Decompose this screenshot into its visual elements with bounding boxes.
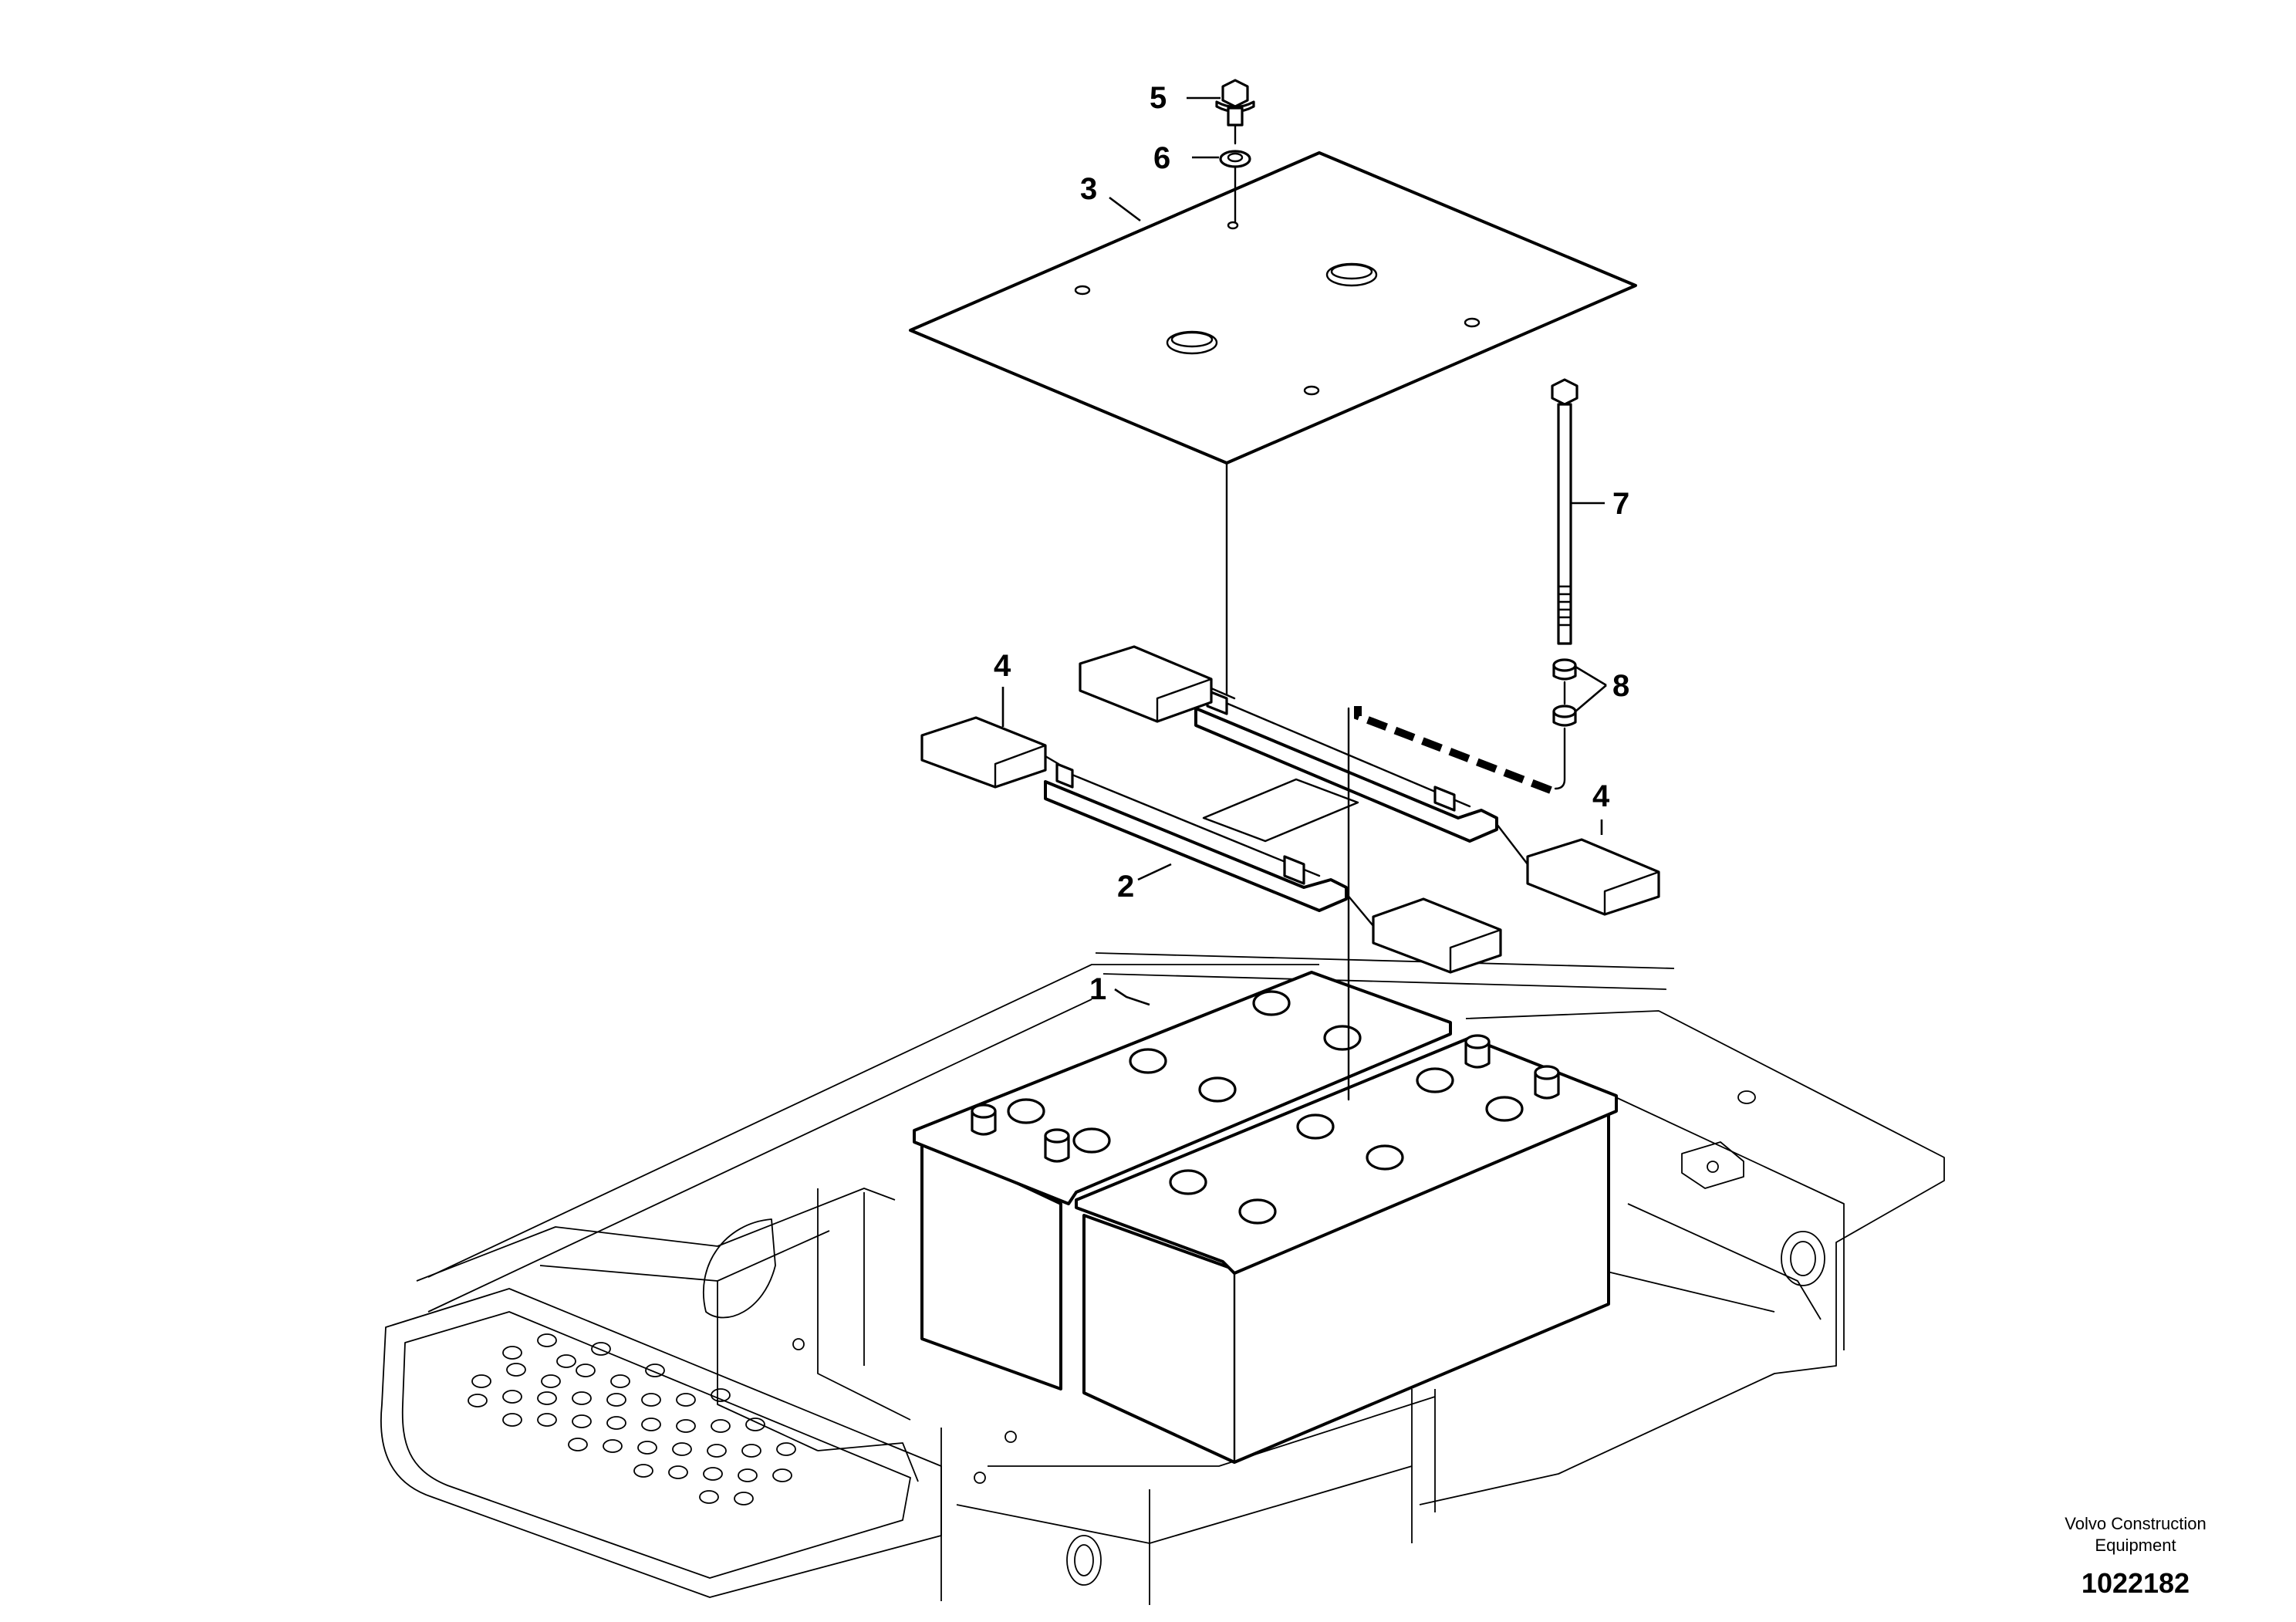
callout-4-left: 4	[994, 649, 1011, 683]
tread-holes	[468, 1333, 796, 1505]
battery-caps-right	[1169, 1067, 1524, 1225]
battery-caps-left	[1007, 990, 1362, 1154]
callout-1: 1	[1089, 972, 1106, 1006]
callout-8: 8	[1612, 669, 1629, 703]
brand-line-1: Volvo Construction	[2065, 1514, 2206, 1533]
callout-5: 5	[1150, 81, 1167, 115]
battery-holders	[920, 645, 1660, 974]
brand-line-2: Equipment	[2095, 1536, 2176, 1555]
callout-3: 3	[1080, 172, 1097, 206]
callout-2: 2	[1117, 870, 1134, 904]
footer-credit: Volvo Construction Equipment 1022182	[2065, 1514, 2206, 1599]
battery-frame	[1044, 689, 1498, 912]
tie-rod	[1354, 378, 1578, 794]
cover-plate	[909, 151, 1637, 465]
callout-leaders	[1001, 96, 1607, 1006]
callout-labels: 1 2 3 4 4 5 6 7 8	[994, 81, 1629, 1006]
battery-terminals	[971, 1034, 1560, 1163]
callout-6: 6	[1153, 141, 1170, 175]
callout-7: 7	[1612, 487, 1629, 521]
assembly-lines	[1225, 461, 1350, 1101]
callout-4-right: 4	[1592, 779, 1610, 813]
chassis-frame	[380, 952, 1945, 1605]
document-number: 1022182	[2082, 1567, 2190, 1599]
bolt-and-washer	[1215, 79, 1255, 224]
batteries	[913, 971, 1618, 1464]
